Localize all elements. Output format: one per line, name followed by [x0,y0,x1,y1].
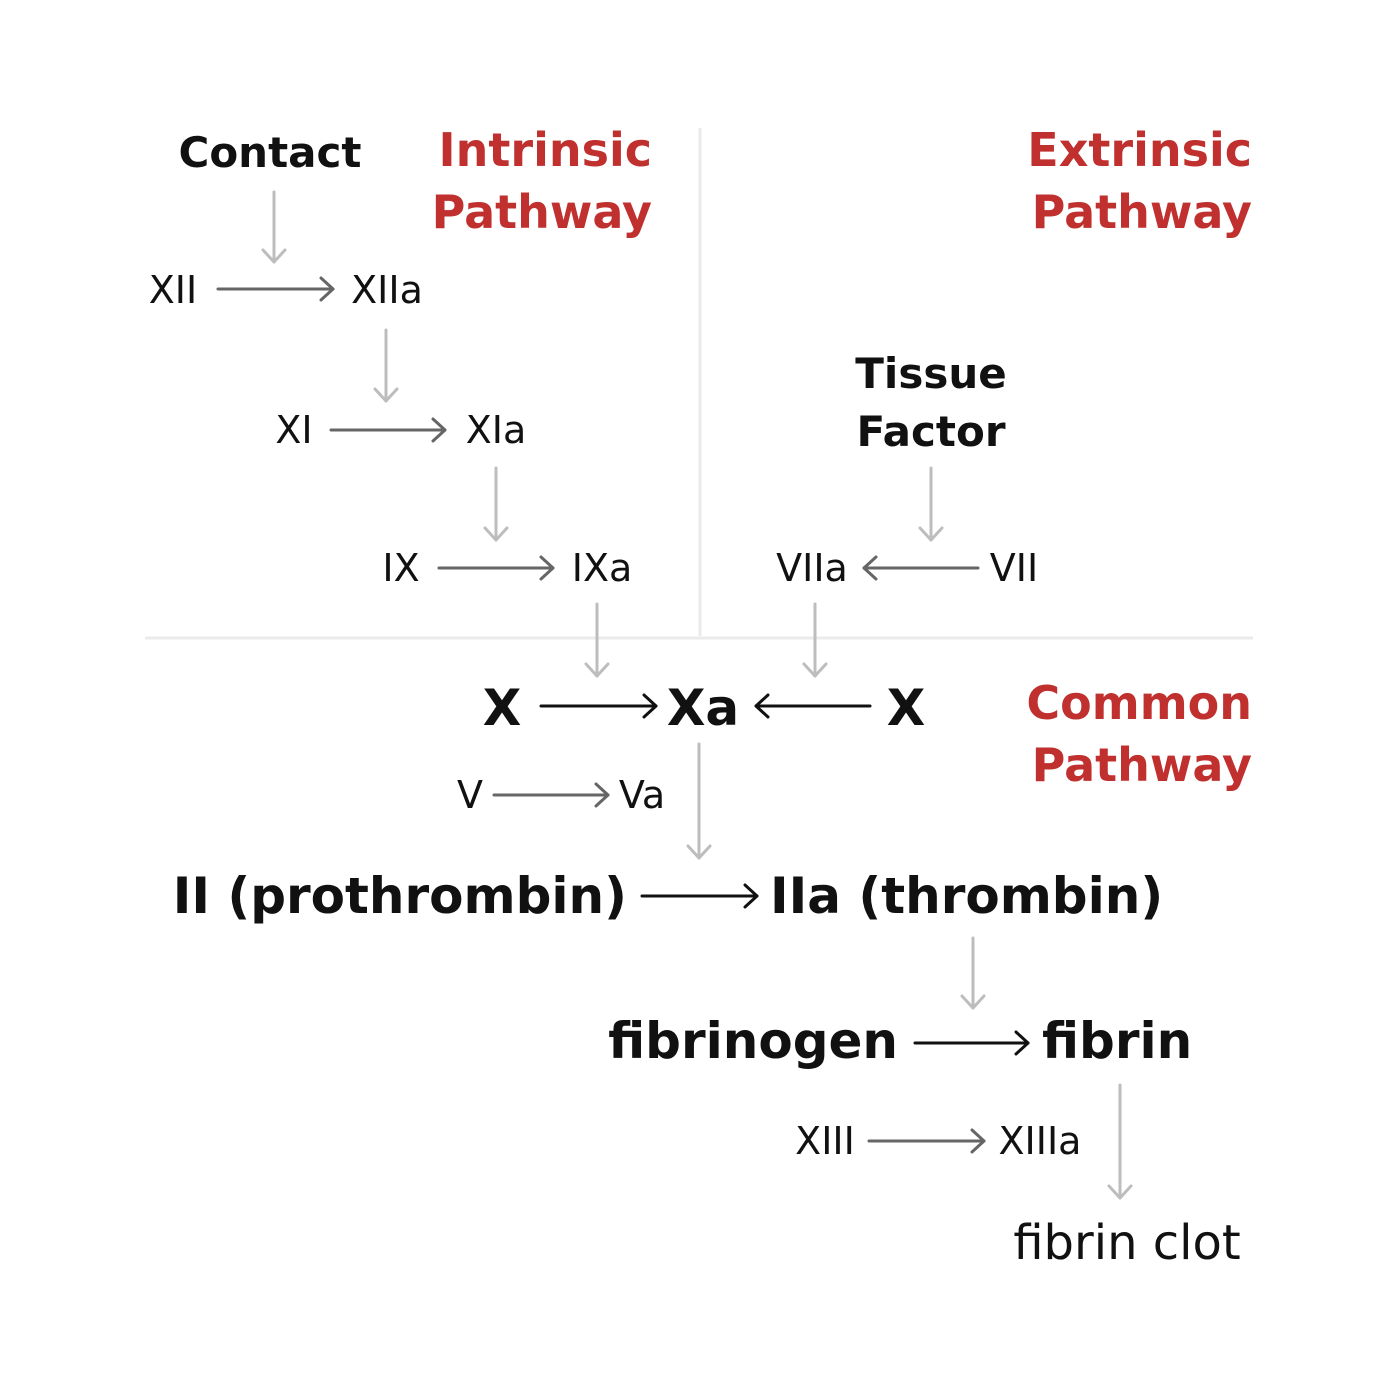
extrinsic-title-line1: Extrinsic [1027,123,1252,177]
factor-v: V [457,773,483,817]
common-pathway-title: Common Pathway [1026,672,1252,796]
arrow-xii-to-xiia [216,276,335,302]
factor-xia: XIa [465,408,527,452]
factor-vii: VII [989,546,1039,590]
contact-label: Contact [178,128,362,177]
arrow-prothrombin-to-thrombin [640,883,759,909]
arrow-xa-to-thrombin [686,742,712,860]
fibrin-clot-label: fibrin clot [1013,1215,1241,1271]
intrinsic-title-line2: Pathway [431,185,652,239]
arrow-xiii-to-xiiia [867,1128,986,1154]
factor-x-right: X [886,679,926,737]
arrow-ixa-to-xa [584,602,610,678]
extrinsic-pathway-title: Extrinsic Pathway [1027,119,1252,243]
prothrombin-label: II (prothrombin) [172,867,627,925]
tissue-factor-line2: Factor [856,407,1006,456]
factor-ixa: IXa [571,546,633,590]
fibrin-label: fibrin [1042,1012,1193,1070]
arrow-ix-to-ixa [437,555,555,581]
factor-xi: XI [275,408,313,452]
factor-viia: VIIa [776,546,848,590]
tissue-factor-line1: Tissue [855,349,1007,398]
factor-xii: XII [148,268,198,312]
fibrinogen-label: fibrinogen [608,1012,898,1070]
factor-xa: Xa [666,679,740,737]
factor-x-left: X [482,679,522,737]
arrow-x-right-to-xa [754,693,872,719]
intrinsic-pathway-title: Intrinsic Pathway [432,119,652,243]
arrow-vii-to-viia [862,555,980,581]
factor-xiiia: XIIIa [998,1119,1082,1163]
common-title-line1: Common [1026,676,1252,730]
arrow-viia-to-xa [802,602,828,678]
arrow-x-to-xa [539,693,658,719]
arrow-tissue-factor-to-viia [918,466,944,542]
arrow-xia-to-ix [483,466,509,542]
arrow-contact-to-xii [261,190,287,264]
factor-xiii: XIII [795,1119,855,1163]
arrow-fibrinogen-to-fibrin [913,1030,1030,1056]
intrinsic-title-line1: Intrinsic [438,123,652,177]
arrow-v-to-va [492,782,610,808]
thrombin-label: IIa (thrombin) [770,867,1164,925]
arrow-thrombin-to-fibrin [960,936,986,1010]
extrinsic-title-line2: Pathway [1031,185,1252,239]
factor-va: Va [618,773,666,817]
arrow-xiia-to-xi [373,328,399,403]
arrow-fibrin-to-clot [1107,1083,1133,1200]
common-title-line2: Pathway [1031,738,1252,792]
factor-ix: IX [382,546,420,590]
factor-xiia: XIIa [351,268,423,312]
arrow-xi-to-xia [329,417,447,443]
